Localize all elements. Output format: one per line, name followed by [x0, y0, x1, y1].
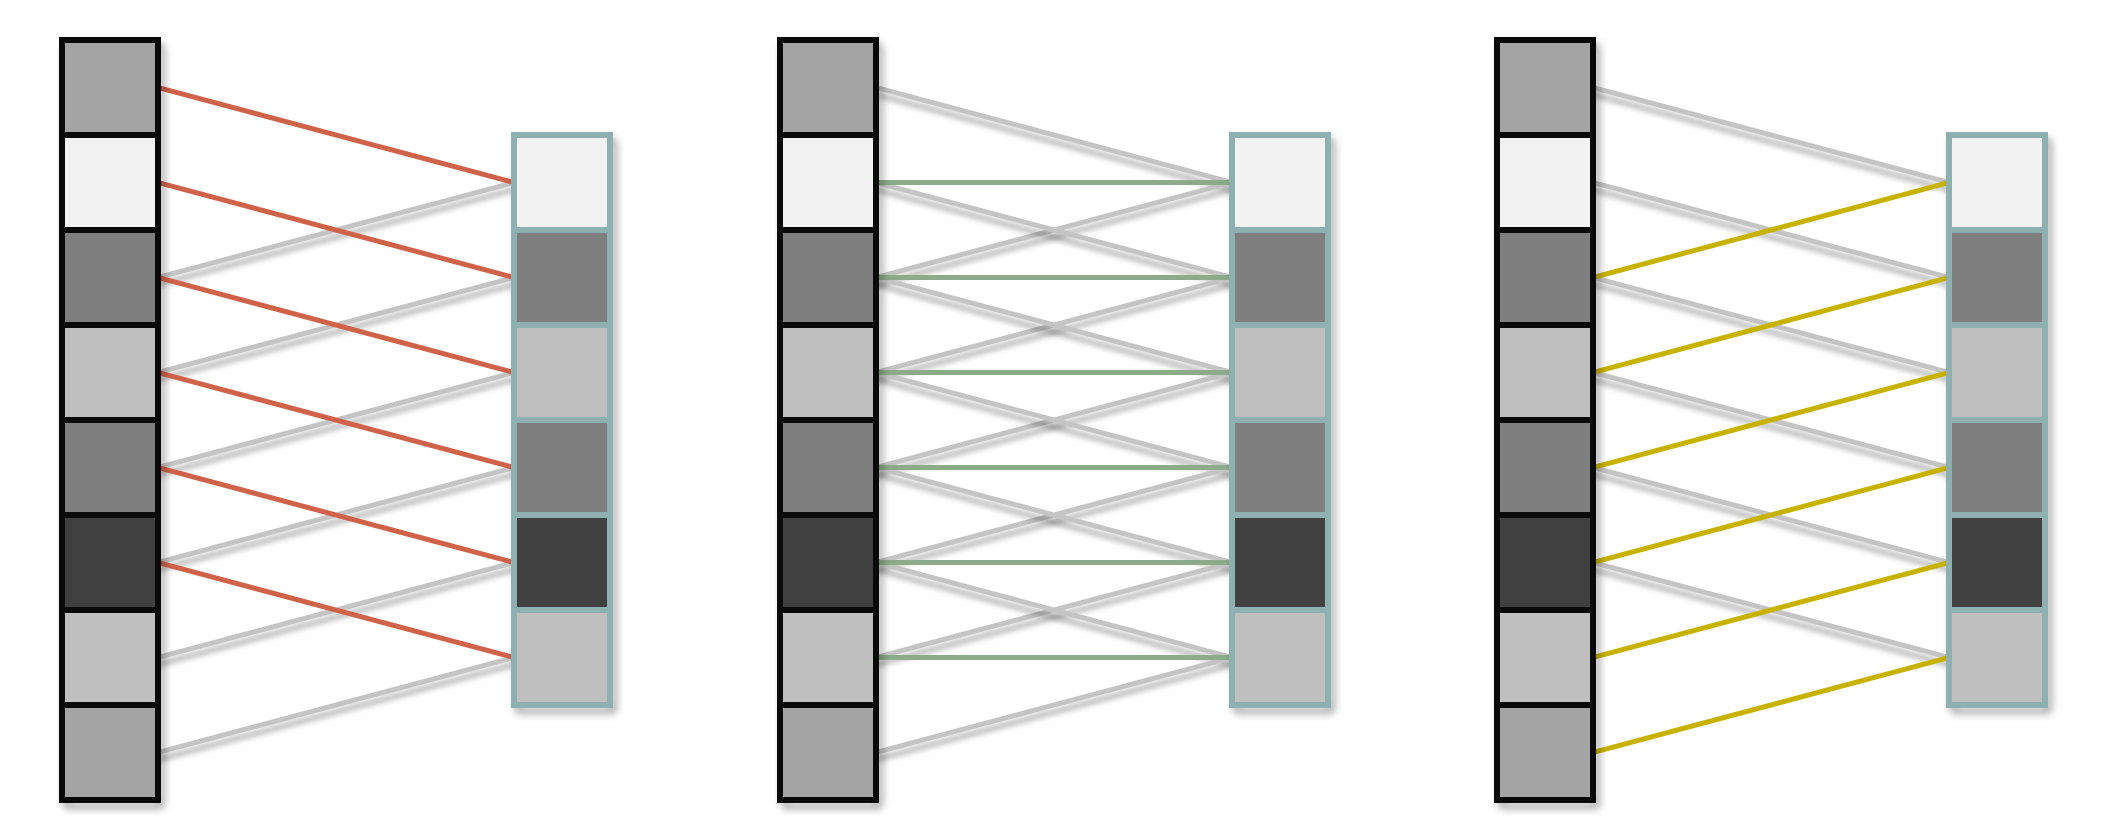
output-cell	[1229, 322, 1331, 423]
output-cell	[511, 607, 613, 708]
connection-line	[875, 560, 1233, 660]
highlighted-connection-line	[157, 180, 515, 280]
highlighted-connection-line	[157, 85, 515, 185]
input-cell	[777, 417, 879, 518]
output-cell	[1229, 512, 1331, 613]
input-cell	[59, 37, 161, 138]
highlighted-connection-line	[1592, 465, 1950, 565]
input-cell	[59, 417, 161, 518]
input-cell	[777, 702, 879, 803]
output-cell	[1229, 227, 1331, 328]
output-cell	[1946, 607, 2048, 708]
output-cell	[1946, 417, 2048, 518]
highlighted-connection-line	[157, 370, 515, 470]
input-cell	[777, 37, 879, 138]
connection-line	[875, 275, 1233, 375]
output-cell	[1229, 417, 1331, 518]
output-cell	[1946, 512, 2048, 613]
output-cell	[1229, 607, 1331, 708]
connection-line	[875, 655, 1233, 755]
output-cell	[511, 227, 613, 328]
input-cell	[1494, 417, 1596, 518]
input-cell	[777, 512, 879, 613]
output-cell	[1946, 227, 2048, 328]
output-cell	[1229, 132, 1331, 233]
connections	[1592, 85, 1950, 755]
connections	[875, 85, 1233, 755]
input-column	[59, 37, 161, 803]
input-cell	[1494, 512, 1596, 613]
highlighted-connection-line	[1592, 370, 1950, 470]
input-cell	[777, 322, 879, 423]
highlighted-connection-line	[157, 275, 515, 375]
output-column	[1946, 132, 2048, 708]
output-cell	[511, 417, 613, 518]
connection-line	[875, 180, 1233, 280]
input-cell	[1494, 227, 1596, 328]
conv-panel-3	[1494, 37, 2048, 803]
conv-panel-2	[777, 37, 1331, 803]
input-cell	[1494, 322, 1596, 423]
connections	[157, 85, 515, 755]
connection-line	[875, 85, 1233, 185]
input-cell	[59, 607, 161, 708]
output-column	[511, 132, 613, 708]
highlighted-connection-line	[1592, 275, 1950, 375]
output-cell	[511, 512, 613, 613]
input-cell	[777, 607, 879, 708]
input-cell	[1494, 37, 1596, 138]
input-cell	[59, 132, 161, 233]
input-cell	[59, 702, 161, 803]
output-cell	[511, 322, 613, 423]
input-cell	[59, 512, 161, 613]
input-cell	[1494, 607, 1596, 708]
connection-line	[157, 655, 515, 755]
highlighted-connection-line	[157, 560, 515, 660]
input-column	[1494, 37, 1596, 803]
output-cell	[1946, 322, 2048, 423]
input-column	[777, 37, 879, 803]
output-cell	[1946, 132, 2048, 233]
highlighted-connection-line	[1592, 560, 1950, 660]
output-cell	[511, 132, 613, 233]
input-cell	[1494, 132, 1596, 233]
input-cell	[59, 227, 161, 328]
connection-line	[875, 370, 1233, 470]
highlighted-connection-line	[1592, 655, 1950, 755]
input-cell	[1494, 702, 1596, 803]
input-cell	[777, 227, 879, 328]
input-cell	[59, 322, 161, 423]
connection-line	[1592, 85, 1950, 185]
input-cell	[777, 132, 879, 233]
conv-panel-1	[59, 37, 613, 803]
highlighted-connection-line	[157, 465, 515, 565]
output-column	[1229, 132, 1331, 708]
connection-line	[875, 465, 1233, 565]
highlighted-connection-line	[1592, 180, 1950, 280]
